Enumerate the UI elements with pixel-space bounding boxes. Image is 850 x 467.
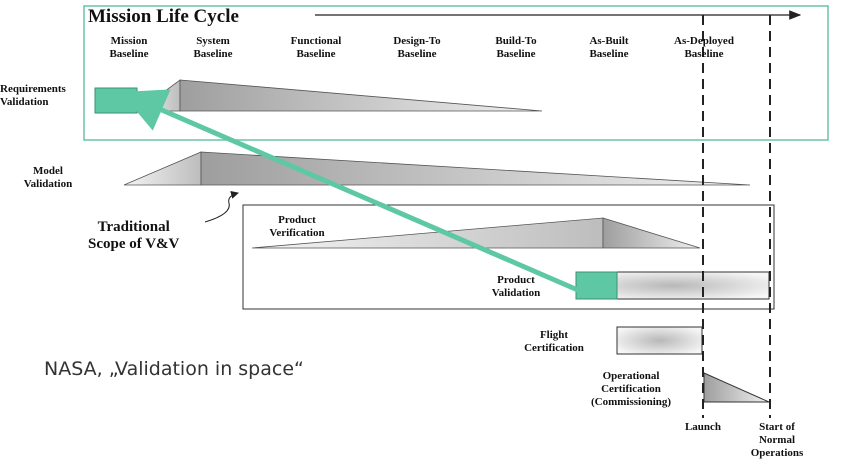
scope-line2: Scope of V&V xyxy=(88,236,180,252)
scope-pointer-arrow xyxy=(204,190,239,223)
mission-life-cycle-frame xyxy=(83,5,829,141)
baseline-line2: Baseline xyxy=(589,48,629,60)
baseline-line1: Design-To xyxy=(393,35,441,47)
traditional-scope-label: Traditional Scope of V&V xyxy=(88,219,179,253)
baseline-label-design-to: Design-To Baseline xyxy=(377,35,457,61)
requirements-validation-wedge xyxy=(136,79,543,112)
requirements-validation-highlight xyxy=(94,87,138,114)
source-caption: NASA, „Validation in space“ xyxy=(44,358,304,380)
flight-certification-bar xyxy=(616,326,703,355)
baseline-line2: Baseline xyxy=(684,48,724,60)
launch-label: Launch xyxy=(684,421,722,433)
requirements-validation-label: Requirements Validation xyxy=(0,83,96,109)
row-line3: (Commissioning) xyxy=(590,396,672,408)
baseline-label-mission: Mission Baseline xyxy=(96,35,162,61)
product-verification-wedge xyxy=(251,217,701,249)
row-line1: Product xyxy=(278,214,316,226)
row-line1: Operational xyxy=(602,370,660,382)
start-of-operations-label: Start of Normal Operations xyxy=(732,421,822,460)
operational-certification-label: Operational Certification (Commissioning… xyxy=(566,370,696,409)
milestone-line3: Operations xyxy=(750,447,804,459)
product-validation-label: Product Validation xyxy=(478,274,554,300)
row-line1: Requirements xyxy=(0,83,66,95)
model-validation-wedge xyxy=(123,151,751,186)
baseline-label-functional: Functional Baseline xyxy=(275,35,357,61)
row-line2: Certification xyxy=(601,383,661,395)
row-line1: Model xyxy=(33,165,63,177)
baseline-line2: Baseline xyxy=(109,48,149,60)
row-line2: Certification xyxy=(524,342,584,354)
operational-certification-wedge xyxy=(703,372,770,403)
row-line2: Validation xyxy=(0,96,49,108)
baseline-line1: Build-To xyxy=(495,35,537,47)
baseline-line2: Baseline xyxy=(397,48,437,60)
baseline-label-build-to: Build-To Baseline xyxy=(478,35,554,61)
baseline-line2: Baseline xyxy=(193,48,233,60)
baseline-line2: Baseline xyxy=(496,48,536,60)
baseline-label-as-built: As-Built Baseline xyxy=(571,35,647,61)
row-line1: Flight xyxy=(539,329,569,341)
baseline-line1: Mission xyxy=(110,35,148,47)
product-validation-highlight xyxy=(575,271,618,300)
model-validation-label: Model Validation xyxy=(10,165,86,191)
baseline-line1: As-Deployed xyxy=(674,35,734,47)
row-line1: Product xyxy=(497,274,535,286)
row-line2: Verification xyxy=(269,227,325,239)
baseline-line2: Baseline xyxy=(296,48,336,60)
milestone-line1: Start of xyxy=(759,421,795,433)
traditional-scope-box xyxy=(242,204,775,310)
baseline-line1: System xyxy=(196,35,230,47)
milestone-line2: Normal xyxy=(758,434,796,446)
page-title: Mission Life Cycle xyxy=(88,6,239,27)
baseline-label-system: System Baseline xyxy=(180,35,246,61)
product-verification-label: Product Verification xyxy=(256,214,338,240)
baseline-label-as-deployed: As-Deployed Baseline xyxy=(654,35,754,61)
row-line2: Validation xyxy=(23,178,73,190)
scope-line1: Traditional xyxy=(97,219,170,235)
baseline-line1: Functional xyxy=(290,35,342,47)
baseline-line1: As-Built xyxy=(589,35,629,47)
flight-certification-label: Flight Certification xyxy=(508,329,600,355)
row-line2: Validation xyxy=(491,287,541,299)
validation-arrow xyxy=(120,89,581,294)
